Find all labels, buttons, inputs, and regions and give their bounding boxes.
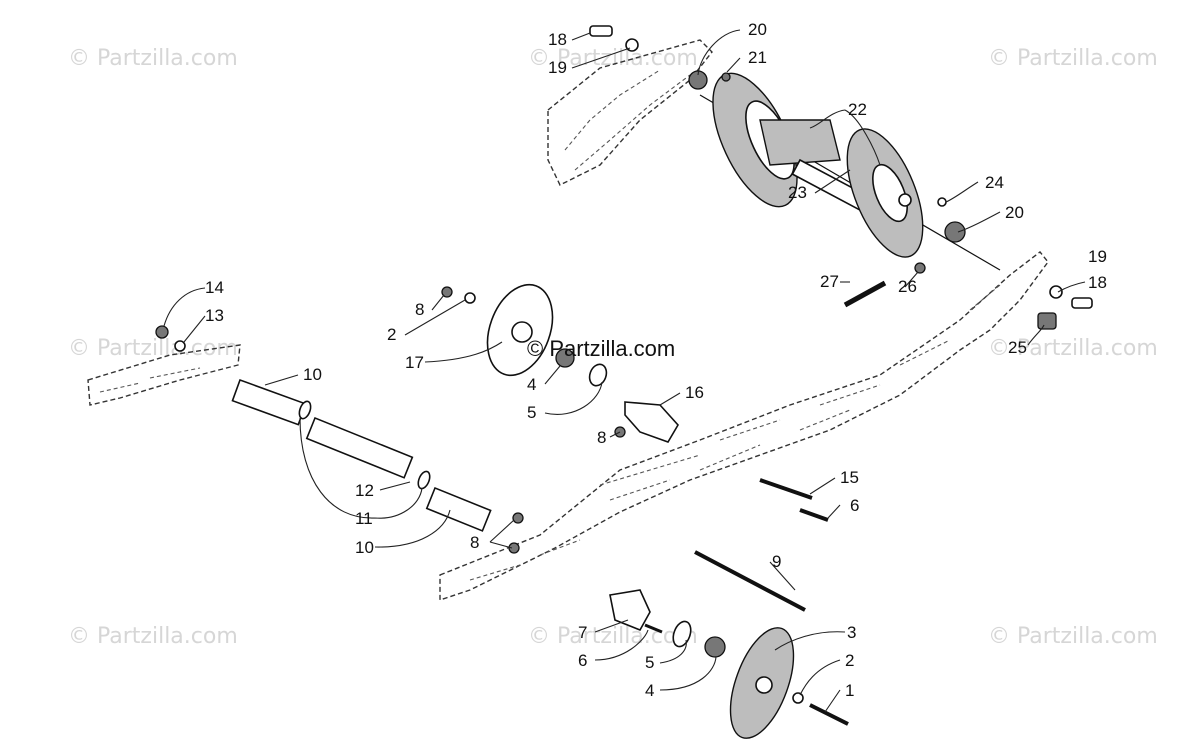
callout-25: 25 <box>1008 338 1027 357</box>
spacer-tubes <box>155 325 524 554</box>
watermarks: © Partzilla.com © Partzilla.com © Partzi… <box>68 46 1158 649</box>
watermark: © Partzilla.com <box>528 46 698 71</box>
callout-8: 8 <box>597 428 606 447</box>
callout-18: 18 <box>548 30 567 49</box>
watermark: © Partzilla.com <box>988 46 1158 71</box>
pivot-block-7 <box>609 589 651 632</box>
callout-14: 14 <box>205 278 224 297</box>
bumper <box>1037 312 1057 330</box>
callout-3: 3 <box>847 623 856 642</box>
callout-22: 22 <box>848 100 867 119</box>
callout-2: 2 <box>845 651 854 670</box>
brand-mark: © Partzilla.com <box>527 336 675 361</box>
bearing-cap <box>688 70 708 90</box>
callout-12: 12 <box>355 481 374 500</box>
spacer-tube-12 <box>305 416 414 479</box>
callout-6: 6 <box>850 496 859 515</box>
callout-4: 4 <box>645 681 654 700</box>
callout-1: 1 <box>845 681 854 700</box>
callout-20: 20 <box>1005 203 1024 222</box>
callout-4: 4 <box>527 375 536 394</box>
callout-13: 13 <box>205 306 224 325</box>
callout-10: 10 <box>303 365 322 384</box>
callout-15: 15 <box>840 468 859 487</box>
callout-18: 18 <box>1088 273 1107 292</box>
upper-rail <box>547 39 713 186</box>
watermark: © Partzilla.com <box>988 624 1158 649</box>
callout-26: 26 <box>898 277 917 296</box>
callout-9: 9 <box>772 552 781 571</box>
callout-27: 27 <box>820 272 839 291</box>
watermark: © Partzilla.com <box>68 336 238 361</box>
callout-labels: 18 19 20 21 22 23 24 20 27 26 19 18 25 1… <box>205 20 1107 700</box>
callout-11: 11 <box>355 509 373 528</box>
spacer-tube-10 <box>231 378 307 426</box>
left-rail-section <box>87 344 241 406</box>
callout-23: 23 <box>788 183 807 202</box>
callout-6: 6 <box>578 651 587 670</box>
callout-17: 17 <box>405 353 424 372</box>
callout-5: 5 <box>645 653 654 672</box>
leader-lines <box>163 29 1086 713</box>
main-rail <box>439 251 1049 601</box>
watermark: © Partzilla.com <box>68 624 238 649</box>
watermark: © Partzilla.com <box>528 624 698 649</box>
callout-10: 10 <box>355 538 374 557</box>
callout-2: 2 <box>387 325 396 344</box>
long-bolt <box>843 280 887 308</box>
callout-24: 24 <box>985 173 1004 192</box>
spacer-tube-10b <box>425 486 492 532</box>
pivot-block-16 <box>624 401 679 443</box>
upper-axle-assembly <box>589 25 1093 330</box>
callout-20: 20 <box>748 20 767 39</box>
callout-19: 19 <box>548 58 567 77</box>
callout-8: 8 <box>470 533 479 552</box>
lower-wheel-assembly <box>609 550 849 739</box>
callout-16: 16 <box>685 383 704 402</box>
middle-wheel-assembly <box>441 283 829 522</box>
callout-21: 21 <box>748 48 767 67</box>
callout-8: 8 <box>415 300 424 319</box>
callout-19: 19 <box>1088 247 1107 266</box>
callout-5: 5 <box>527 403 536 422</box>
watermark: © Partzilla.com <box>68 46 238 71</box>
callout-7: 7 <box>578 623 587 642</box>
bearing-cap <box>944 221 966 243</box>
long-bolt-9 <box>694 550 806 612</box>
watermark: © Partzilla.com <box>988 336 1158 361</box>
